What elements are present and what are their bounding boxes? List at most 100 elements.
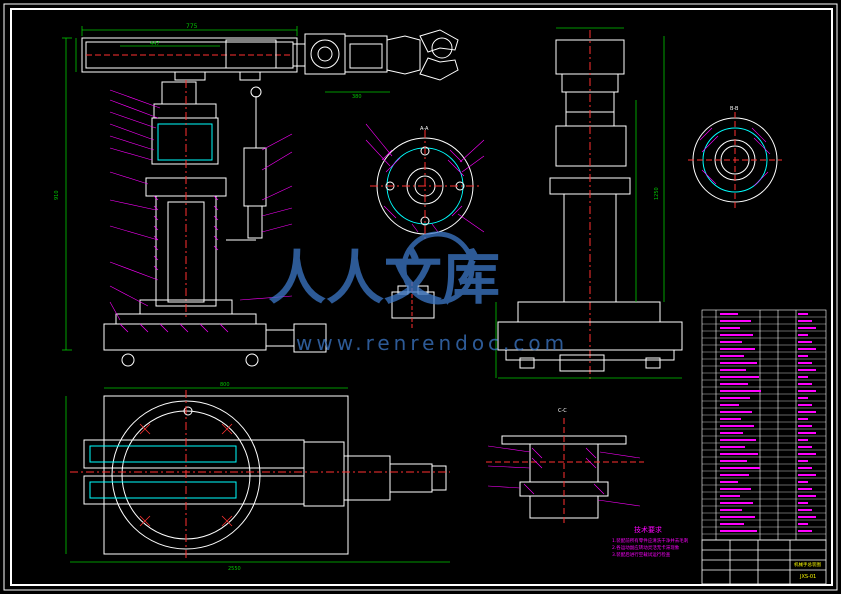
arm-cylinder-dims [75,26,390,93]
parts-list-rows [702,316,826,535]
flange-section-view [370,130,480,242]
section-c-label: C-C [558,408,567,414]
section-b-label: B-B [730,106,739,112]
parts-entry-mark [720,390,761,392]
parts-entry-mark [720,502,753,504]
plan-markers [139,423,233,527]
parts-material-mark [798,418,808,420]
parts-material-mark [798,439,808,441]
parts-material-mark [798,404,812,406]
parts-material-mark [798,432,816,434]
dim-left-height: 910 [54,190,60,200]
parts-material-mark [798,481,808,483]
parts-entry-mark [720,523,744,525]
watermark-logo: 人人文库 www.renrendoc.com [268,231,568,355]
column-dims [62,37,72,351]
parts-entry-mark [720,530,757,532]
watermark-text-url: www.renrendoc.com [296,331,568,355]
parts-entry-mark [720,376,759,378]
side-elevation-view [497,30,683,380]
plan-dims [65,387,450,563]
dim-gripper: 380 [352,94,362,100]
parts-material-mark [798,509,812,511]
bearing-hatching [523,447,605,495]
parts-entry-mark [720,313,738,315]
parts-entry-mark [720,411,752,413]
parts-material-mark [798,383,812,385]
parts-entry-mark [720,341,742,343]
tech-req-line-2: 2.各运动副应转动灵活无卡滞现象 [612,544,680,551]
dim-top-width: 775 [186,23,198,30]
parts-entry-mark [720,446,745,448]
dim-right-height: 1250 [654,187,660,200]
side-elevation-dims [495,27,682,379]
parts-material-mark [798,502,808,504]
plan-view [70,390,450,558]
parts-entry-mark [720,355,744,357]
parts-entry-mark [720,474,749,476]
dim-bottom-w: 800 [220,382,230,388]
parts-entry-mark [720,320,751,322]
parts-entry-mark [720,488,751,490]
arm-cylinder-view [81,29,459,81]
flange-leaders [365,123,485,233]
parts-material-mark [798,530,812,532]
parts-material-mark [798,362,812,364]
parts-material-mark [798,348,816,350]
parts-entry-mark [720,362,757,364]
parts-material-mark [798,467,812,469]
parts-material-mark [798,516,816,518]
parts-entry-mark [720,334,753,336]
title-block [701,539,827,585]
parts-material-mark [798,390,816,392]
tech-req-line-1: 1.装配前所有零件应清洗干净并去毛刺 [612,537,689,544]
parts-entry-mark [720,481,738,483]
column-section-view [103,80,327,367]
inner-border [10,8,833,586]
parts-entry-mark [720,509,742,511]
bearing-section-view [486,418,644,524]
parts-entry-mark [720,404,739,406]
parts-material-mark [798,523,808,525]
flange-hatching [381,149,465,233]
parts-entry-mark [720,369,746,371]
section-a-label: A-A [420,126,429,132]
parts-entry-mark [720,425,754,427]
parts-entry-mark [720,348,755,350]
gear-section-view [688,112,782,208]
parts-entry-mark [720,418,741,420]
parts-material-mark [798,369,816,371]
parts-material-mark [798,425,812,427]
drawing-number: JXS-01 [799,574,816,580]
parts-material-mark [798,495,816,497]
parts-entry-mark [720,495,740,497]
gear-hatching [699,127,771,187]
parts-material-mark [798,474,816,476]
tech-req-line-3: 3.装配后进行空载试运行检查 [612,551,671,558]
parts-material-mark [798,453,816,455]
dim-base-len: 2550 [228,566,241,572]
outer-border [3,3,838,591]
parts-material-mark [798,488,812,490]
tech-req-title: 技术要求 [634,525,662,534]
parts-entry-mark [720,453,758,455]
parts-material-mark [798,376,808,378]
column-leader-lines [109,89,293,321]
parts-material-mark [798,446,812,448]
parts-material-mark [798,334,808,336]
parts-material-mark [798,411,816,413]
parts-entry-mark [720,432,743,434]
parts-entry-mark [720,467,760,469]
parts-material-mark [798,327,816,329]
parts-material-mark [798,397,808,399]
parts-entry-mark [720,516,755,518]
drawing-name: 机械手总装图 [794,561,821,568]
bearing-leaders [487,445,641,507]
parts-entry-mark [720,397,750,399]
parts-entry-mark [720,460,747,462]
parts-entry-mark [720,383,748,385]
parts-material-mark [798,313,808,315]
dim-top-stroke: 447 [150,41,160,47]
